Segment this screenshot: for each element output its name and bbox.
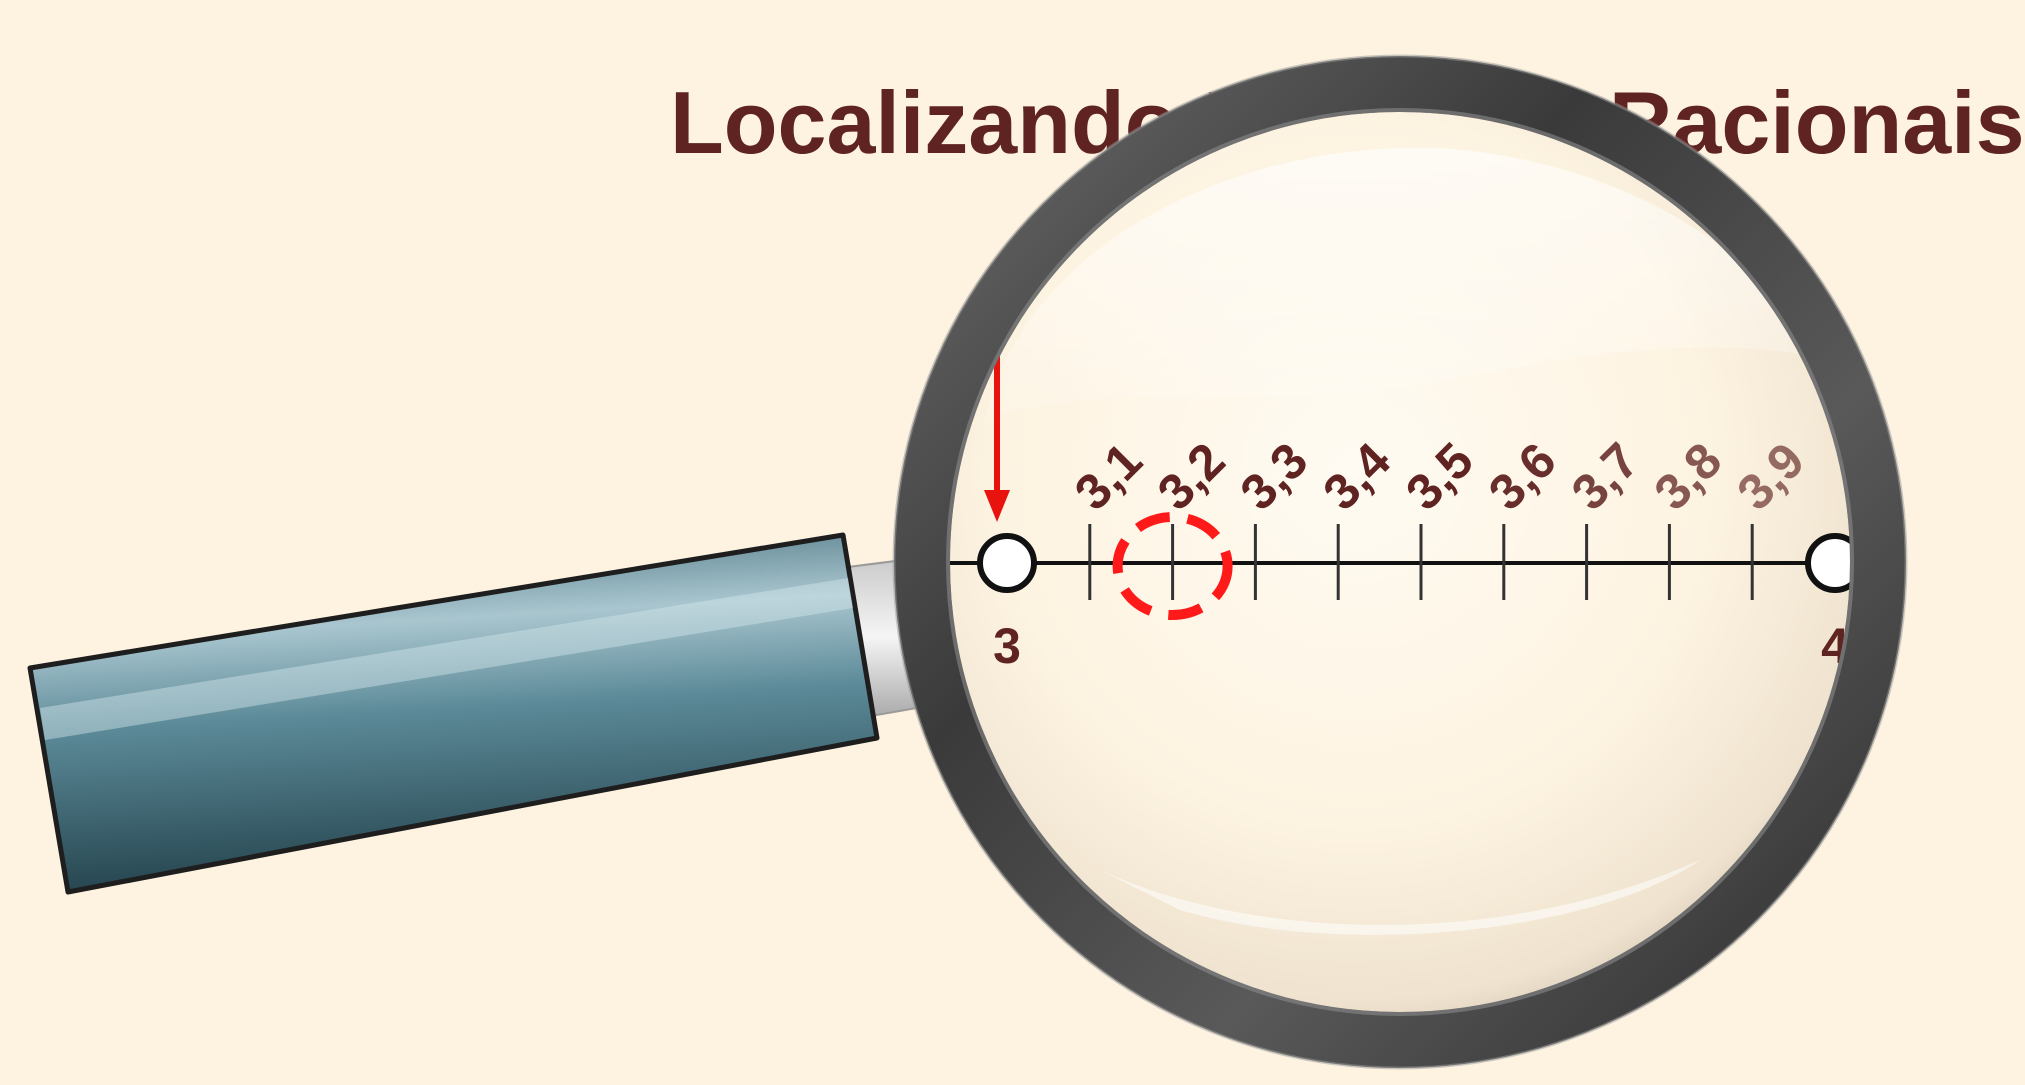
magnifier-rim <box>892 54 1908 1070</box>
lens-lower-highlight <box>1100 860 1700 935</box>
rim-inner-edge <box>946 108 1854 1016</box>
rim-outer-edge <box>892 54 1908 1070</box>
number-line-ticks <box>1088 524 1754 600</box>
lens-reflection <box>985 147 1830 420</box>
slide-canvas: Localizando Números Racionais <box>27 54 2025 1070</box>
magnifier-scene: Localizando Números Racionais <box>27 54 2025 1070</box>
start-label: 3 <box>993 618 1021 674</box>
number-line: 3,13,23,33,43,53,63,73,83,9 3 4 <box>935 315 1900 674</box>
start-point-marker <box>977 533 1037 593</box>
highlight-ring <box>1112 512 1233 620</box>
magnifier-handle <box>27 532 880 895</box>
rim-ring <box>894 56 1906 1068</box>
